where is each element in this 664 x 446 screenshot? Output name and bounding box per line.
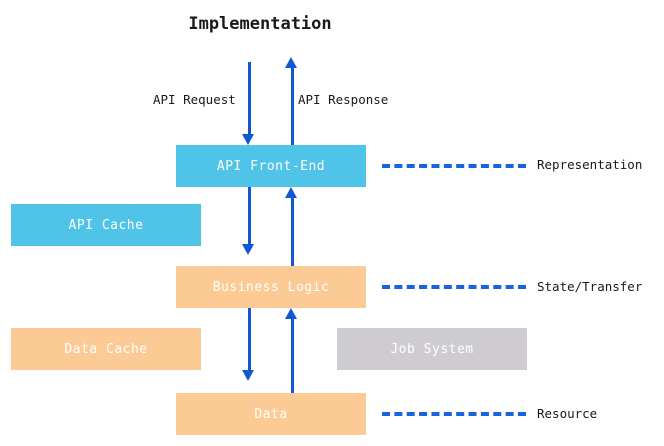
node-data-label: Data	[254, 406, 288, 422]
arrow-api-request-line	[248, 62, 251, 134]
node-api-cache-label: API Cache	[68, 217, 144, 233]
arrow-api-response-line	[291, 68, 294, 145]
layer-label-state-transfer: State/Transfer	[537, 279, 643, 294]
node-data[interactable]: Data	[176, 393, 366, 435]
arrow-data-to-logic-head-icon	[285, 308, 297, 319]
arrow-logic-to-data-line	[248, 308, 251, 370]
arrow-label-api-request: API Request	[153, 92, 236, 107]
node-data-cache-label: Data Cache	[64, 341, 148, 357]
node-api-frontend[interactable]: API Front-End	[176, 145, 366, 187]
dashed-connector-state-transfer	[382, 285, 526, 289]
node-api-cache[interactable]: API Cache	[11, 204, 201, 246]
arrow-api-request-head-icon	[242, 134, 254, 145]
diagram-title: Implementation	[188, 14, 332, 34]
node-data-cache[interactable]: Data Cache	[11, 328, 201, 370]
arrow-logic-to-frontend-head-icon	[285, 187, 297, 198]
layer-label-representation: Representation	[537, 157, 643, 172]
arrow-data-to-logic-line	[291, 319, 294, 393]
arrow-api-response-head-icon	[285, 57, 297, 68]
node-business-logic[interactable]: Business Logic	[176, 266, 366, 308]
arrow-logic-to-data-head-icon	[242, 370, 254, 381]
arrow-frontend-to-logic-head-icon	[242, 244, 254, 255]
node-job-system[interactable]: Job System	[337, 328, 527, 370]
arrow-label-api-response: API Response	[298, 92, 389, 107]
arrow-logic-to-frontend-line	[291, 198, 294, 266]
node-api-frontend-label: API Front-End	[216, 158, 326, 174]
dashed-connector-resource	[382, 412, 526, 416]
arrow-frontend-to-logic-line	[248, 187, 251, 244]
node-job-system-label: Job System	[390, 341, 474, 357]
node-business-logic-label: Business Logic	[212, 279, 330, 295]
dashed-connector-representation	[382, 164, 526, 168]
layer-label-resource: Resource	[537, 406, 598, 421]
